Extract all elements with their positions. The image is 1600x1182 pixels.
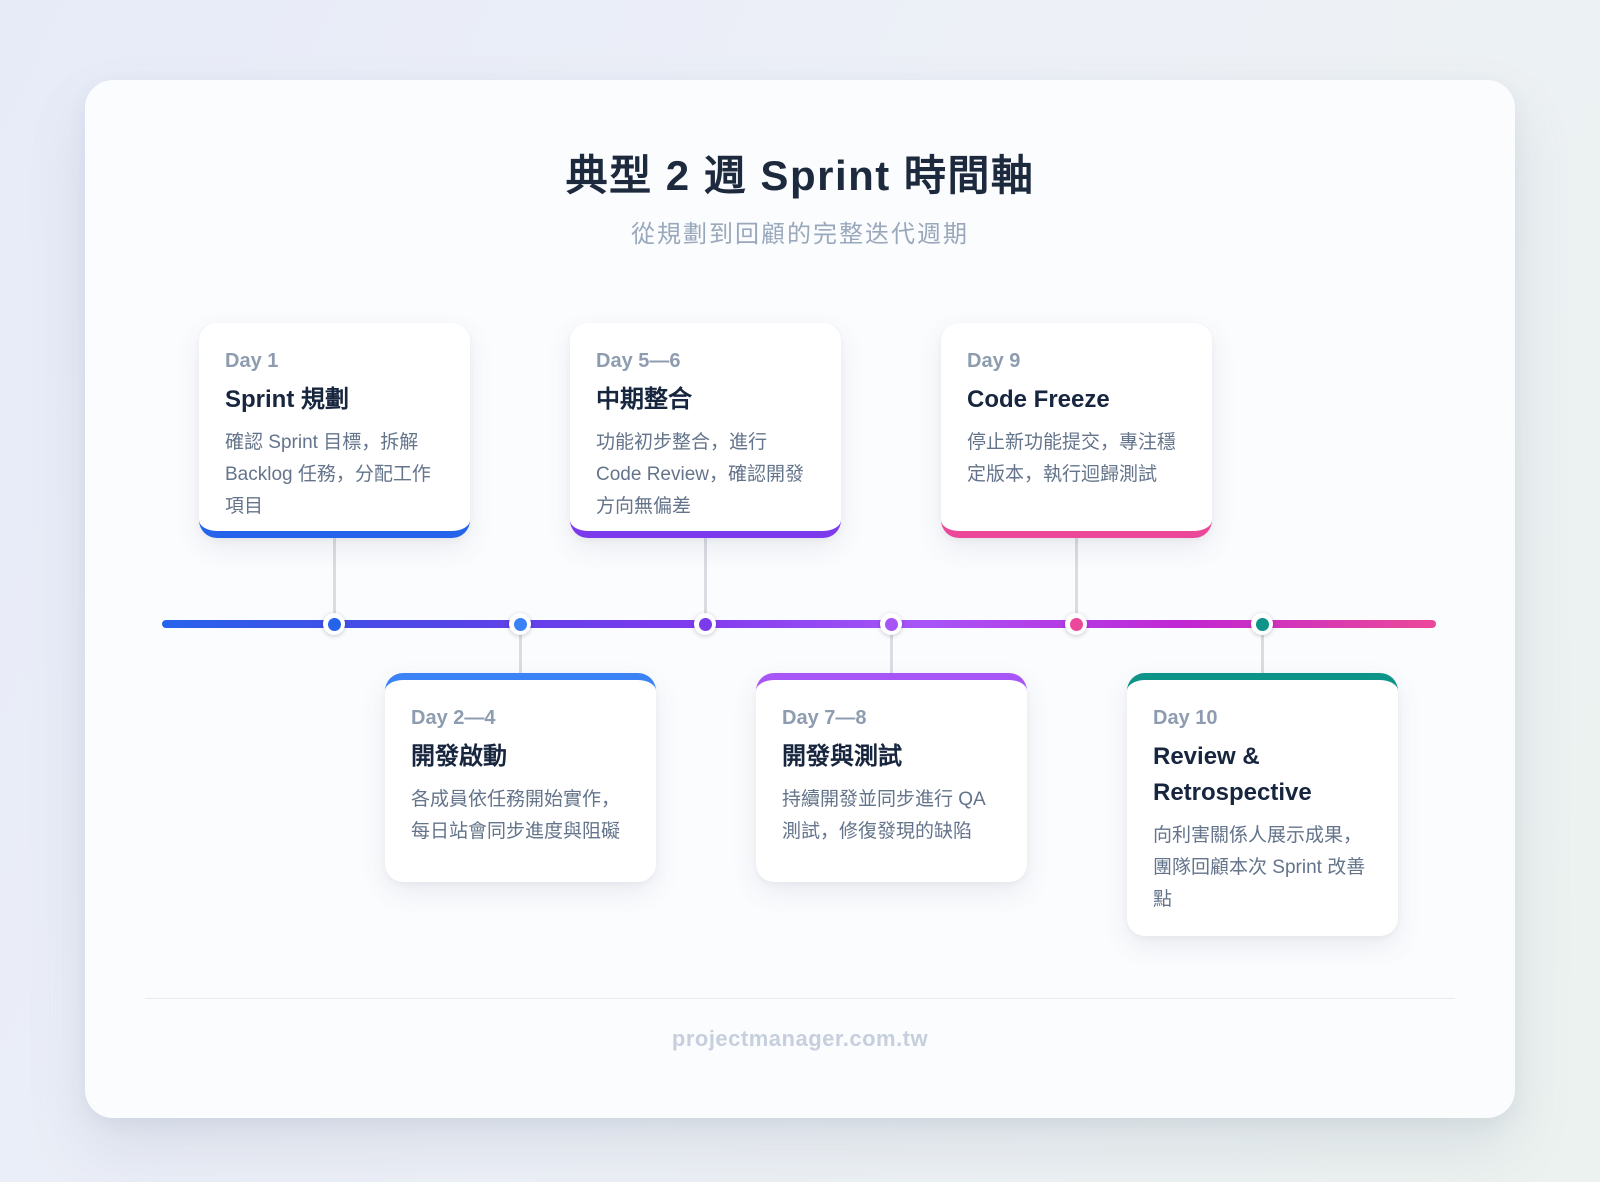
event-day-label: Day 9 (967, 350, 1021, 372)
event-title: Sprint 規劃 (225, 386, 349, 413)
event-card-day7-8: Day 7—8 開發與測試 持續開發並同步進行 QA 測試，修復發現的缺陷 (756, 673, 1027, 882)
event-description: 功能初步整合，進行 Code Review，確認開發方向無偏差 (596, 432, 804, 517)
timeline-dot-day7-8 (880, 613, 902, 635)
event-day-label: Day 10 (1153, 707, 1218, 729)
infographic-panel: 典型 2 週 Sprint 時間軸 從規劃到回顧的完整迭代週期 Day 1 Sp… (85, 80, 1515, 1118)
timeline-line (162, 620, 1436, 628)
event-day-label: Day 5—6 (596, 350, 681, 372)
dot-core (698, 617, 712, 631)
dot-core (327, 617, 341, 631)
footer-divider (145, 998, 1455, 999)
timeline-dot-day2-4 (509, 613, 531, 635)
connector-day2-4 (518, 633, 522, 673)
timeline-dot-day9 (1065, 613, 1087, 635)
page-title: 典型 2 週 Sprint 時間軸 (565, 152, 1035, 199)
event-card-day10: Day 10 Review & Retrospective 向利害關係人展示成果… (1127, 673, 1398, 936)
connector-day5-6 (703, 538, 707, 615)
event-day-label: Day 1 (225, 350, 279, 372)
event-card-day9: Day 9 Code Freeze 停止新功能提交，專注穩定版本，執行迴歸測試 (941, 323, 1212, 538)
timeline-dot-day10 (1251, 613, 1273, 635)
connector-day10 (1260, 633, 1264, 673)
connector-day7-8 (889, 633, 893, 673)
event-description: 確認 Sprint 目標，拆解 Backlog 任務，分配工作項目 (225, 432, 431, 517)
dot-core (884, 617, 898, 631)
timeline-dot-day5-6 (694, 613, 716, 635)
event-title: Code Freeze (967, 386, 1110, 413)
event-description: 停止新功能提交，專注穩定版本，執行迴歸測試 (967, 432, 1177, 485)
event-title: Review & Retrospective (1153, 743, 1312, 806)
page-subtitle: 從規劃到回顧的完整迭代週期 (631, 221, 969, 248)
dot-core (513, 617, 527, 631)
event-card-day5-6: Day 5—6 中期整合 功能初步整合，進行 Code Review，確認開發方… (570, 323, 841, 538)
connector-day1 (332, 538, 336, 615)
event-title: 開發啟動 (411, 743, 507, 770)
connector-day9 (1074, 538, 1078, 615)
timeline-dot-day1 (323, 613, 345, 635)
event-day-label: Day 2—4 (411, 707, 496, 729)
event-title: 開發與測試 (782, 743, 902, 770)
footer-site-name: projectmanager.com.tw (671, 1026, 929, 1051)
dot-core (1255, 617, 1269, 631)
event-card-day1: Day 1 Sprint 規劃 確認 Sprint 目標，拆解 Backlog … (199, 323, 470, 538)
event-title: 中期整合 (596, 386, 692, 413)
event-description: 向利害關係人展示成果，團隊回顧本次 Sprint 改善點 (1153, 825, 1366, 910)
event-description: 持續開發並同步進行 QA 測試，修復發現的缺陷 (782, 789, 985, 842)
event-description: 各成員依任務開始實作，每日站會同步進度與阻礙 (411, 789, 621, 842)
dot-core (1069, 617, 1083, 631)
event-day-label: Day 7—8 (782, 707, 867, 729)
event-card-day2-4: Day 2—4 開發啟動 各成員依任務開始實作，每日站會同步進度與阻礙 (385, 673, 656, 882)
